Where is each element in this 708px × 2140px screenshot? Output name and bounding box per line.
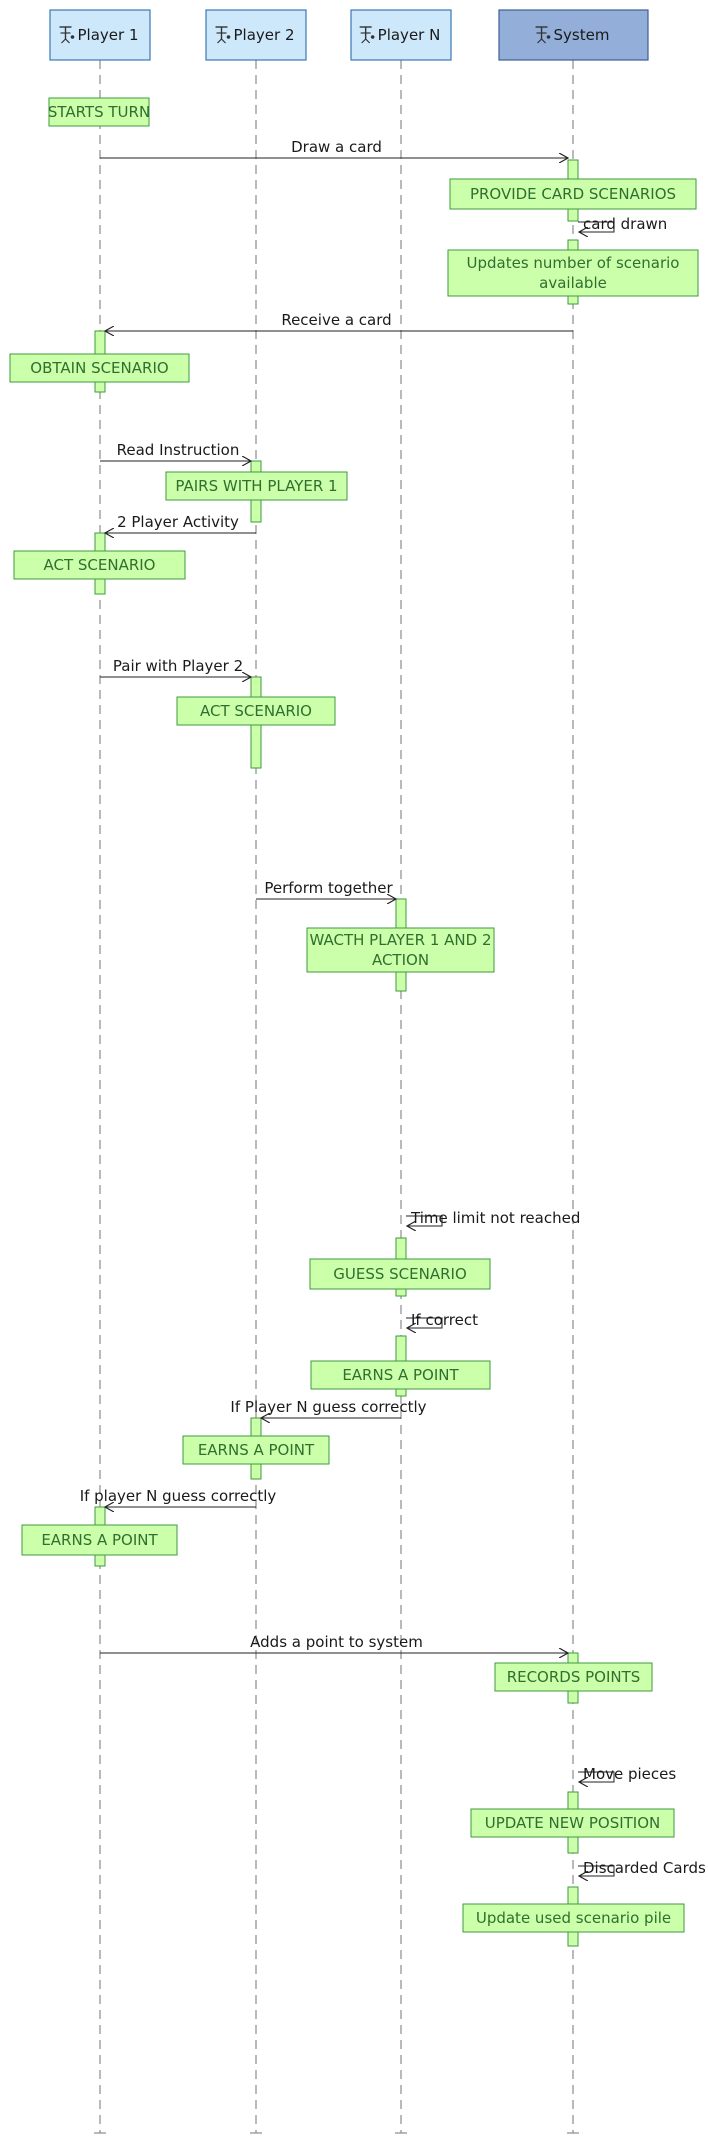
activity-watch-player-1-and-2: WACTH PLAYER 1 AND 2 ACTION <box>306 927 495 973</box>
message-pair-with-player-2[interactable]: Pair with Player 2 <box>100 657 251 677</box>
participant-pn[interactable]: Player N <box>350 9 452 61</box>
message-read-instruction[interactable]: Read Instruction <box>100 441 251 461</box>
message-card-drawn[interactable]: card drawn <box>578 215 667 233</box>
participant-name: Player 2 <box>234 26 295 44</box>
message-adds-a-point-to-system[interactable]: Adds a point to system <box>100 1633 568 1653</box>
activity-box <box>447 249 699 297</box>
message-label: If Player N guess correctly <box>230 1398 426 1416</box>
message-label: Time limit not reached <box>410 1209 580 1227</box>
activity-label: WACTH PLAYER 1 AND 2 <box>309 931 491 949</box>
activity-updates-number: Updates number of scenario available <box>447 249 699 297</box>
message-label: If correct <box>411 1311 478 1329</box>
activity-label: ACTION <box>372 951 429 969</box>
activity-guess-scenario: GUESS SCENARIO <box>309 1258 491 1290</box>
activity-label: available <box>539 274 607 292</box>
message-two-player-activity[interactable]: 2 Player Activity <box>105 513 256 533</box>
message-draw-a-card[interactable]: Draw a card <box>100 138 568 158</box>
activity-label: PAIRS WITH PLAYER 1 <box>175 477 337 495</box>
activity-label: ACT SCENARIO <box>200 702 312 720</box>
activity-update-new-position: UPDATE NEW POSITION <box>470 1808 675 1838</box>
activity-box <box>309 1258 491 1290</box>
actor-icon <box>215 26 231 44</box>
activity-label: Update used scenario pile <box>476 1909 671 1927</box>
activity-label: Updates number of scenario <box>467 254 680 272</box>
activity-provide-card-scenarios: PROVIDE CARD SCENARIOS <box>449 178 697 210</box>
message-label: Read Instruction <box>117 441 240 459</box>
activity-label: OBTAIN SCENARIO <box>30 359 168 377</box>
participant-box <box>205 9 307 61</box>
participant-box <box>49 9 151 61</box>
activity-act-scenario-p2: ACT SCENARIO <box>176 696 336 726</box>
activity-label: ACT SCENARIO <box>43 556 155 574</box>
message-if-correct[interactable]: If correct <box>406 1311 478 1329</box>
activity-box <box>13 550 186 580</box>
activity-label: EARNS A POINT <box>342 1366 459 1384</box>
activity-act-scenario-p1: ACT SCENARIO <box>13 550 186 580</box>
participant-p1[interactable]: Player 1 <box>49 9 151 61</box>
message-receive-a-card[interactable]: Receive a card <box>105 311 573 331</box>
activity-label: EARNS A POINT <box>41 1531 158 1549</box>
message-label: Draw a card <box>291 138 382 156</box>
message-discarded-cards[interactable]: Discarded Cards <box>578 1859 706 1877</box>
activity-label: EARNS A POINT <box>198 1441 315 1459</box>
activity-box <box>462 1903 685 1933</box>
activity-box <box>9 353 190 383</box>
self-message-arrow <box>578 1771 615 1782</box>
message-move-pieces[interactable]: Move pieces <box>578 1765 676 1783</box>
activity-label: UPDATE NEW POSITION <box>485 1814 661 1832</box>
self-message-arrow <box>578 1865 615 1876</box>
activity-box <box>306 927 495 973</box>
activity-label: STARTS TURN <box>48 103 150 121</box>
actor-icon <box>59 26 75 44</box>
message-label: Discarded Cards <box>583 1859 706 1877</box>
self-message-arrow <box>578 221 615 232</box>
message-label: Adds a point to system <box>250 1633 423 1651</box>
self-message-arrow <box>406 1215 443 1226</box>
activity-update-used-scenario-pile: Update used scenario pile <box>462 1903 685 1933</box>
self-message-arrow <box>406 1317 443 1328</box>
message-label: Pair with Player 2 <box>113 657 243 675</box>
activity-starts-turn: STARTS TURN <box>48 97 150 127</box>
participant-p2[interactable]: Player 2 <box>205 9 307 61</box>
actor-icon <box>359 26 375 44</box>
activity-records-points: RECORDS POINTS <box>494 1662 653 1692</box>
activity-box <box>470 1808 675 1838</box>
activity-earns-a-point-p2: EARNS A POINT <box>182 1435 330 1465</box>
participant-sys[interactable]: System <box>498 9 649 61</box>
message-label: If player N guess correctly <box>80 1487 277 1505</box>
activity-earns-a-point-pn: EARNS A POINT <box>310 1360 491 1390</box>
message-if-player-n-guess-correctly-p1[interactable]: If player N guess correctly <box>80 1487 277 1507</box>
message-label: 2 Player Activity <box>117 513 239 531</box>
activity-label: RECORDS POINTS <box>507 1668 641 1686</box>
message-label: Perform together <box>264 879 393 897</box>
activity-box <box>48 97 150 127</box>
message-label: Receive a card <box>281 311 391 329</box>
activity-box <box>176 696 336 726</box>
participant-box <box>350 9 452 61</box>
participant-name: Player 1 <box>78 26 139 44</box>
activity-earns-a-point-p1: EARNS A POINT <box>21 1524 178 1556</box>
activity-label: GUESS SCENARIO <box>333 1265 467 1283</box>
message-if-player-n-guess-correctly-p2[interactable]: If Player N guess correctly <box>230 1398 427 1418</box>
message-perform-together[interactable]: Perform together <box>256 879 396 899</box>
message-label: Move pieces <box>583 1765 676 1783</box>
participant-name: System <box>554 26 610 44</box>
participant-name: Player N <box>378 26 441 44</box>
activity-box <box>494 1662 653 1692</box>
message-time-limit-not-reached[interactable]: Time limit not reached <box>406 1209 580 1227</box>
participant-box <box>498 9 649 61</box>
activity-box <box>182 1435 330 1465</box>
actor-icon <box>535 26 551 44</box>
activity-box <box>165 471 348 501</box>
activity-box <box>21 1524 178 1556</box>
activity-box <box>449 178 697 210</box>
message-label: card drawn <box>583 215 667 233</box>
activity-obtain-scenario: OBTAIN SCENARIO <box>9 353 190 383</box>
activity-label: PROVIDE CARD SCENARIOS <box>470 185 676 203</box>
activity-pairs-with-player-1: PAIRS WITH PLAYER 1 <box>165 471 348 501</box>
activity-box <box>310 1360 491 1390</box>
